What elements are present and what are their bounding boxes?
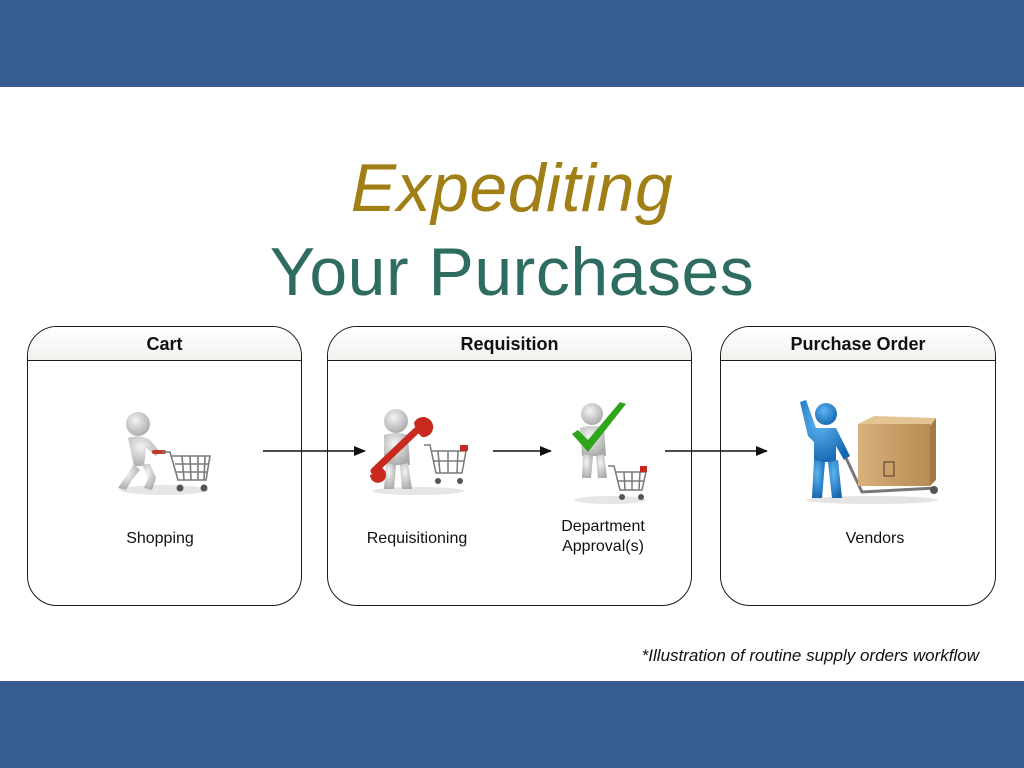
person-pushing-cart-icon <box>118 412 211 495</box>
step-label-department-approvals: Department Approval(s) <box>561 518 645 555</box>
footnote: *Illustration of routine supply orders w… <box>641 646 979 665</box>
step-label-vendors: Vendors <box>845 530 905 547</box>
title-line-2: Your Purchases <box>269 234 755 310</box>
stage-header-cart: Cart <box>28 327 301 361</box>
person-with-wrench-and-cart-icon <box>370 409 468 495</box>
step-label-shopping: Shopping <box>126 530 194 547</box>
top-banner <box>0 0 1024 87</box>
stage-header-requisition: Requisition <box>328 327 691 361</box>
person-with-checkmark-and-cart-icon <box>572 402 647 504</box>
step-label-requisitioning: Requisitioning <box>366 530 468 547</box>
stage-header-purchase-order: Purchase Order <box>721 327 995 361</box>
stage-cart: Cart <box>27 326 302 606</box>
person-with-box-hand-truck-icon <box>800 400 938 504</box>
bottom-banner <box>0 681 1024 768</box>
title-line-1: Expediting <box>350 150 674 226</box>
